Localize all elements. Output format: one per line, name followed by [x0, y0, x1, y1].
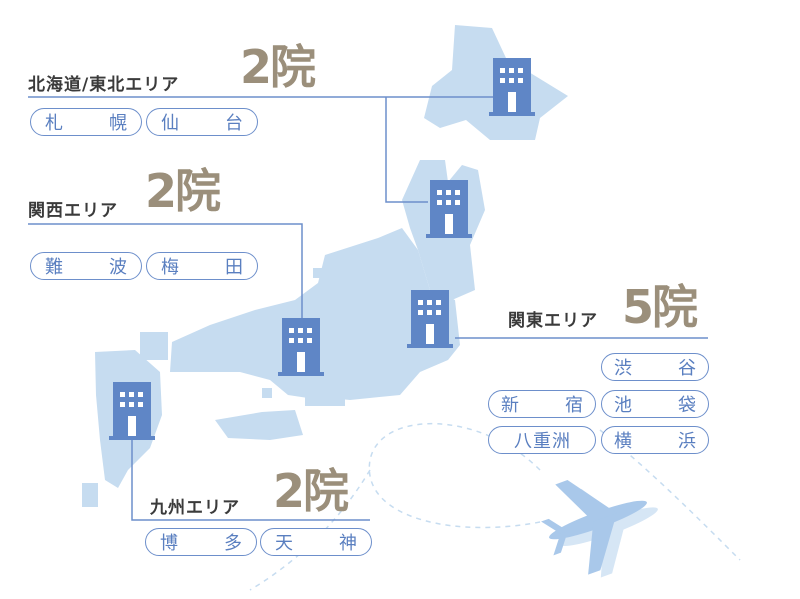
branch-tenjin[interactable]: 天 神: [260, 528, 372, 556]
branch-shinjuku[interactable]: 新 宿: [488, 390, 596, 418]
honshu-shape: [170, 228, 460, 400]
region-count-kanto: 5院: [622, 280, 698, 334]
branch-hakata[interactable]: 博 多: [145, 528, 257, 556]
branch-sendai[interactable]: 仙 台: [146, 108, 258, 136]
region-title-kyushu: 九州エリア: [150, 498, 240, 518]
region-title-kansai: 関西エリア: [28, 201, 118, 221]
airplane-icon: [541, 480, 658, 578]
branch-sapporo[interactable]: 札 幌: [30, 108, 142, 136]
branch-namba[interactable]: 難 波: [30, 252, 142, 280]
building-icon: [278, 318, 324, 376]
branch-umeda[interactable]: 梅 田: [146, 252, 258, 280]
region-title-hokkaido-tohoku: 北海道/東北エリア: [28, 75, 180, 95]
branch-yaesu[interactable]: 八重洲: [488, 426, 596, 454]
branch-shibuya[interactable]: 渋 谷: [601, 353, 709, 381]
shikoku-shape: [215, 410, 303, 440]
building-icon: [426, 180, 472, 238]
building-icon: [109, 382, 155, 440]
branch-yokohama[interactable]: 横 浜: [601, 426, 709, 454]
region-title-kanto: 関東エリア: [508, 311, 598, 331]
region-count-kansai: 2院: [145, 164, 221, 218]
building-icon: [489, 58, 535, 116]
branch-ikebukuro[interactable]: 池 袋: [601, 390, 709, 418]
building-icon: [407, 290, 453, 348]
building-icons: [109, 58, 535, 440]
region-count-hokkaido-tohoku: 2院: [240, 40, 316, 94]
region-count-kyushu: 2院: [273, 464, 349, 518]
